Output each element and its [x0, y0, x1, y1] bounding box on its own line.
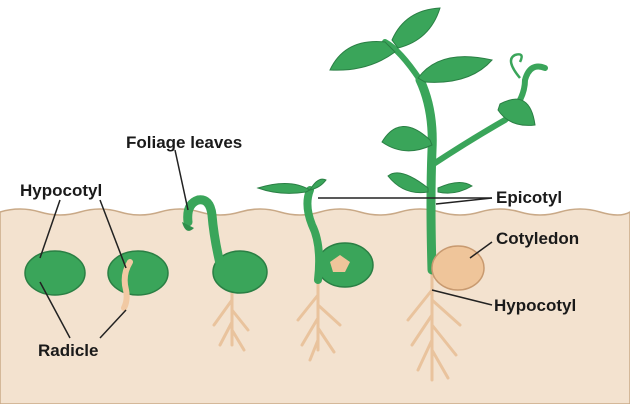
- stage3-cotyledon: [212, 250, 268, 294]
- stage4-cotyledon-inner: [330, 255, 350, 272]
- leaf-5: [497, 98, 536, 126]
- label-cotyledon: Cotyledon: [496, 229, 580, 248]
- stage3-hypocotyl-hook: [183, 195, 227, 277]
- stage5-roots: [406, 268, 462, 382]
- leader-foliage: [174, 149, 189, 211]
- leaf-7: [387, 172, 429, 194]
- leaf-3: [417, 56, 493, 83]
- stage3-hook-tip: [182, 222, 194, 231]
- label-hypocotyl-right: Hypocotyl: [494, 296, 577, 315]
- label-foliage-leaves: Foliage leaves: [126, 133, 243, 152]
- label-epicotyl: Epicotyl: [496, 188, 563, 207]
- stage4-roots: [296, 276, 342, 362]
- stage4-first-leaves: [256, 178, 327, 194]
- label-radicle: Radicle: [38, 341, 99, 360]
- leaf-2: [391, 7, 441, 49]
- stage5-tendril: [509, 53, 523, 79]
- stage4-stem: [303, 186, 324, 284]
- leader-radicle-b: [99, 309, 127, 339]
- stage5-top-branch: [382, 39, 423, 83]
- leader-hypocotyl-right: [431, 289, 493, 306]
- leaf-1: [329, 41, 396, 71]
- stage3-roots: [212, 280, 250, 352]
- seed-2: [107, 250, 169, 296]
- leaf-6: [437, 182, 473, 194]
- leader-epicotyl-b: [435, 197, 493, 205]
- seed-1: [24, 250, 86, 296]
- label-hypocotyl-left: Hypocotyl: [20, 181, 103, 200]
- leader-hypocotyl-left-a: [39, 199, 61, 259]
- leader-hypocotyl-left-b: [99, 199, 127, 269]
- leader-radicle-a: [39, 281, 71, 339]
- stage5-main-stem: [415, 75, 437, 275]
- leaf-4: [381, 126, 433, 152]
- leader-cotyledon: [469, 241, 493, 259]
- radicle-emerging: [121, 259, 133, 311]
- leader-lines: [39, 149, 493, 339]
